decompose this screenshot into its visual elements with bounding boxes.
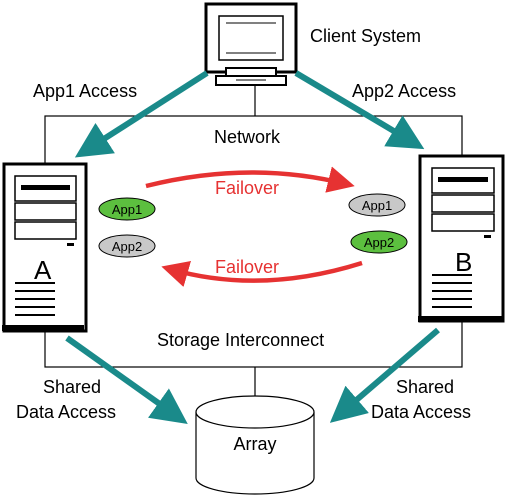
server-a-icon	[2, 162, 88, 333]
app1-access-label: App1 Access	[33, 81, 137, 101]
server-a-app2-label: App2	[112, 239, 142, 254]
server-b-icon	[418, 154, 505, 323]
failover-bottom-label: Failover	[215, 257, 279, 277]
shared-left-line2: Data Access	[16, 402, 116, 422]
server-b-app2-label: App2	[364, 235, 394, 250]
array-cylinder-icon	[195, 395, 315, 495]
shared-data-arrow-b	[329, 327, 440, 423]
array-label: Array	[233, 434, 276, 454]
server-b-app1-label: App1	[362, 198, 392, 213]
app2-access-label: App2 Access	[352, 81, 456, 101]
client-monitor-icon	[204, 2, 298, 86]
server-b-app1-badge	[348, 193, 406, 217]
shared-right-line1: Shared	[396, 377, 454, 397]
storage-interconnect-label: Storage Interconnect	[157, 330, 324, 350]
server-a-letter: A	[34, 255, 52, 285]
app2-access-arrow	[294, 70, 425, 150]
shared-right-line2: Data Access	[371, 402, 471, 422]
failover-arrow-b-to-a	[161, 260, 363, 287]
network-label: Network	[214, 127, 281, 147]
server-b-letter: B	[455, 247, 472, 277]
server-a-app1-label: App1	[112, 202, 142, 217]
app1-access-arrow	[74, 70, 209, 158]
server-b-app2-badge	[350, 230, 408, 254]
shared-data-arrow-a	[65, 335, 188, 424]
failover-arrow-a-to-b	[145, 166, 355, 193]
failover-top-label: Failover	[215, 178, 279, 198]
client-system-label: Client System	[310, 26, 421, 46]
server-a-app1-badge	[98, 197, 156, 221]
server-a-app2-badge	[98, 234, 156, 258]
shared-left-line1: Shared	[43, 377, 101, 397]
